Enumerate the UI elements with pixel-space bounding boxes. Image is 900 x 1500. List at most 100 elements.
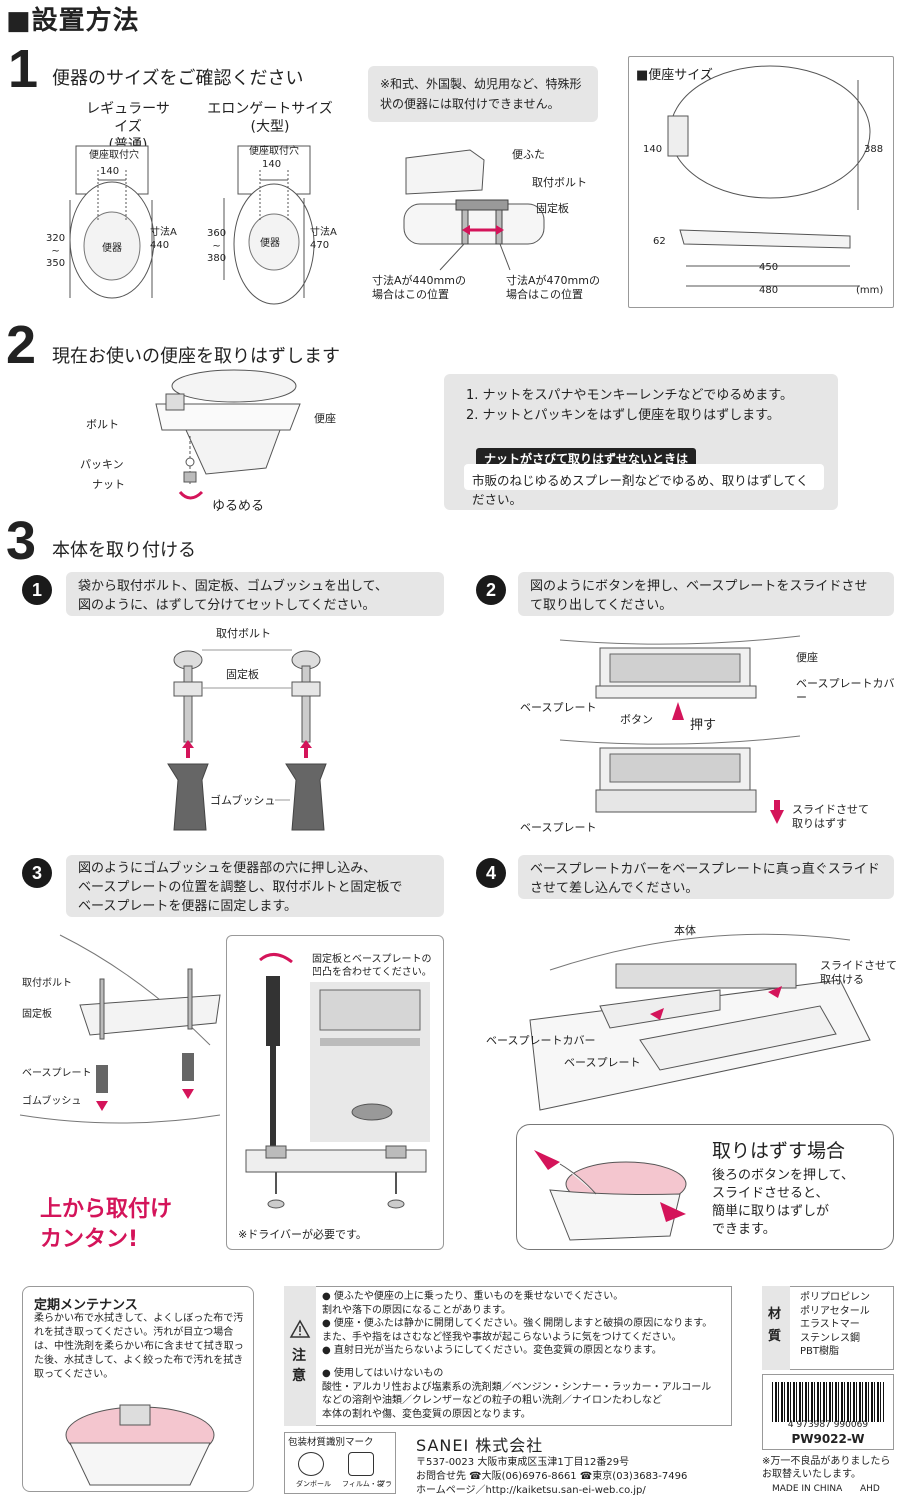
caution-item-3: ● 直射日光が当たらないようにしてください。変色変質の原因となります。 <box>322 1345 662 1356</box>
remove-hand-diagram <box>534 1150 687 1241</box>
elongated-len-a: 360 ~ 380 <box>207 228 227 264</box>
sub2-label-seat: 便座 <box>796 651 818 664</box>
step2-number: 2 <box>6 315 37 375</box>
sub1-text: 袋から取付ボルト、固定板、ゴムブッシュを出して、 図のように、はずして分けてセッ… <box>66 572 444 616</box>
sub3-label-plate: 固定板 <box>22 1009 52 1020</box>
elongated-bowl-label: 便器 <box>260 238 280 249</box>
sub4-text: ベースプレートカバーをベースプレートに真っ直ぐスライド させて差し込んでください… <box>518 855 894 899</box>
sub2-text: 図のようにボタンを押し、ベースプレートをスライドさせ て取り出してください。 <box>518 572 894 616</box>
label-fix-plate: 固定板 <box>536 202 569 215</box>
recycle-panel <box>284 1432 396 1494</box>
elongated-size-heading: エロンゲートサイズ (大型) <box>200 100 340 136</box>
maintenance-text: 柔らかい布で水拭きして、よくしぼった布で汚れを拭き取ってください。汚れが目立つ場… <box>34 1313 244 1380</box>
sub2-label-slide: スライドさせて 取りはずす <box>792 803 869 830</box>
caution-item-4: ● 使用してはいけないもの 酸性・アルカリ性および塩素系の洗剤類／ベンジン・シン… <box>322 1368 712 1420</box>
material-3: エラストマー <box>800 1319 860 1330</box>
sub3-label-base: ベースプレート <box>22 1068 92 1079</box>
product-code: AHD <box>860 1484 880 1494</box>
recycle-mark2b: プラ <box>378 1480 392 1488</box>
caution-text-1: 便ふたや便座の上に乗ったり、重いものを乗せないでください。 割れや落下の原因にな… <box>322 1291 624 1316</box>
dim-480: 480 <box>759 285 779 296</box>
dim-388: 388 <box>864 144 884 155</box>
label-packing: パッキン <box>80 458 124 471</box>
tip-text: 市販のねじゆるめスプレー剤などでゆるめ、取りはずしてください。 <box>464 464 824 507</box>
step2-title: 現在お使いの便座を取りはずします <box>52 346 340 367</box>
step2-instruction-list: 1. ナットをスパナやモンキーレンチなどでゆるめます。 2. ナットとパッキンを… <box>444 374 838 426</box>
material-2: ポリアセタール <box>800 1305 870 1317</box>
regular-size-name: レギュラーサイズ <box>86 101 170 135</box>
bolt-position-diagram <box>403 149 545 271</box>
sub3-text: 図のようにゴムブッシュを便器部の穴に押し込み、 ベースプレートの位置を調整し、取… <box>66 855 444 917</box>
material-label-column <box>762 1286 790 1370</box>
step3-title: 本体を取り付ける <box>52 540 196 561</box>
remove-seat-diagram <box>155 369 301 500</box>
label-pos-470: 寸法Aが470mmの 場合はこの位置 <box>506 274 600 301</box>
caution-label-column <box>284 1286 316 1426</box>
material-list: ポリプロピレン ポリアセタール エラストマー ステンレス鋼 PBT樹脂 <box>800 1291 870 1359</box>
sub1-label-bolt: 取付ボルト <box>216 627 271 640</box>
sub4-label-base: ベースプレート <box>564 1056 641 1069</box>
page-title: ■設置方法 <box>6 6 140 36</box>
step3-number: 3 <box>6 511 37 571</box>
label-lid: 便ふた <box>512 148 545 161</box>
sub2-label-base: ベースプレート <box>520 701 597 714</box>
bolts-parts-diagram <box>167 649 327 831</box>
base-plate-remove-diagram <box>559 635 801 824</box>
recycle-mark2: フィルム・袋 <box>342 1480 384 1488</box>
cover-slide-diagram <box>529 933 871 1111</box>
maintenance-diagram <box>65 1404 215 1486</box>
regular-bowl-label: 便器 <box>102 243 122 254</box>
barcode <box>772 1382 884 1422</box>
regular-hole-dim: 140 <box>100 166 120 177</box>
caution-text-4: 使用してはいけないもの 酸性・アルカリ性および塩素系の洗剤類／ベンジン・シンナー… <box>322 1368 712 1420</box>
sub3-number: 3 <box>22 858 52 888</box>
label-nut: ナット <box>92 478 125 491</box>
company-address: 〒537-0023 大阪市東成区玉津1丁目12番29号 <box>416 1457 630 1468</box>
easy-install-callout: 上から取付け カンタン! <box>40 1197 173 1252</box>
maintenance-title: 定期メンテナンス <box>34 1298 138 1313</box>
instruction-2: 2. ナットとパッキンをはずし便座を取りはずします。 <box>466 408 780 423</box>
model-number: PW9022-W <box>791 1432 865 1446</box>
dim-140: 140 <box>643 144 663 155</box>
elongated-toilet-diagram <box>223 145 315 305</box>
made-in: MADE IN CHINA <box>772 1484 843 1494</box>
label-bolt: ボルト <box>86 418 119 431</box>
sub4-label-cover: ベースプレートカバー <box>486 1034 596 1047</box>
material-4: ステンレス鋼 <box>800 1332 860 1344</box>
elongated-len-b: 寸法A 470 <box>310 227 337 251</box>
inset-note: 固定板とベースプレートの 凹凸を合わせてください。 <box>312 954 432 978</box>
regular-len-a: 320 ~ 350 <box>46 233 66 269</box>
sub3-label-bolt: 取付ボルト <box>22 978 72 989</box>
elongated-hole-label: 便座取付穴 <box>249 146 299 157</box>
tip-title: ナットがさびて取りはずせないときは <box>476 448 697 469</box>
step1-title: 便器のサイズをご確認ください <box>52 68 304 89</box>
dim-450: 450 <box>759 262 779 273</box>
maintenance-panel <box>22 1286 254 1492</box>
company-website[interactable]: ホームページ／http://kaiketsu.san-ei-web.co.jp/ <box>416 1485 646 1496</box>
label-seat: 便座 <box>314 412 336 425</box>
caution-text-3: 直射日光が当たらないようにしてください。変色変質の原因となります。 <box>333 1345 662 1356</box>
sub2-label-push: 押す <box>690 718 717 733</box>
replacement-note: ※万一不良品がありましたら お取替えいたします。 <box>762 1456 891 1480</box>
recycle-mark1: ダンボール <box>296 1480 331 1488</box>
sub2-number: 2 <box>476 575 506 605</box>
regular-len-b: 寸法A 440 <box>150 227 177 251</box>
remove-title: 取りはずす場合 <box>712 1140 846 1162</box>
sub1-label-plate: 固定板 <box>226 668 259 681</box>
sub4-label-slide: スライドさせて 取付ける <box>820 959 897 986</box>
caution-item-2: ● 便座・便ふたは静かに開閉してください。強く開閉しますと破損の原因になります。… <box>322 1318 713 1343</box>
sub1-label-bush: ゴムブッシュ <box>210 794 276 808</box>
sub2-label-cover: ベースプレートカバー <box>796 677 895 704</box>
instruction-1: 1. ナットをスパナやモンキーレンチなどでゆるめます。 <box>466 388 793 403</box>
sub4-label-body: 本体 <box>674 924 696 937</box>
plastic-recycle-icon <box>348 1452 374 1476</box>
dim-unit: (mm) <box>856 285 884 296</box>
caution-label: 注意 <box>292 1348 306 1384</box>
dim-62: 62 <box>653 236 666 247</box>
sub3-label-bush: ゴムブッシュ <box>22 1096 82 1107</box>
regular-hole-label: 便座取付穴 <box>89 150 139 161</box>
sub2-label-base2: ベースプレート <box>520 821 597 834</box>
label-loosen: ゆるめる <box>212 499 265 514</box>
step1-number: 1 <box>8 39 39 99</box>
sub2-label-button: ボタン <box>620 713 653 726</box>
